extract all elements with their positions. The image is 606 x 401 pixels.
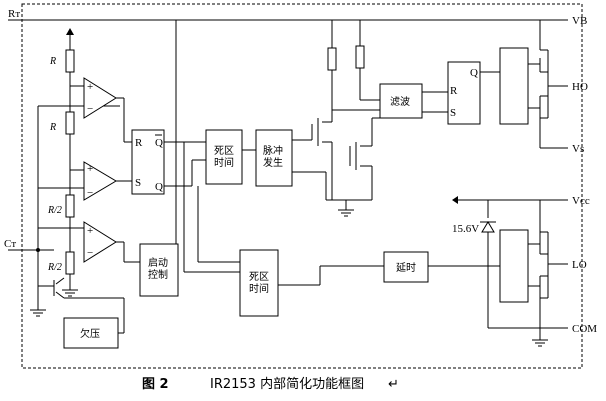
zener-label: 15.6V (452, 223, 479, 235)
rs-flipflop (131, 129, 165, 195)
resistor-r3 (65, 194, 75, 218)
startup-control-block (139, 243, 179, 297)
uvlo-label: 欠压 (80, 327, 100, 340)
deadtime-2-label: 死区时间 (249, 271, 269, 295)
comparator-1 (83, 77, 117, 119)
ff-qbar-label: Q (155, 137, 163, 149)
uvlo-block (63, 317, 119, 349)
zener-diode (481, 221, 495, 233)
figure-caption: IR2153 内部简化功能框图 (210, 376, 364, 392)
resistor-r4 (65, 251, 75, 275)
resistor-r2 (65, 111, 75, 135)
pulse-filter-block (379, 83, 423, 119)
svg-text:−: − (87, 187, 93, 199)
delay-label: 延时 (396, 262, 416, 274)
pin-rt: Rт (8, 8, 20, 20)
resistor-r1 (65, 49, 75, 73)
pin-lo: LO (572, 259, 587, 271)
comparator-2 (83, 161, 117, 201)
svg-text:+: + (87, 163, 93, 175)
r3-label: R/2 (47, 205, 62, 216)
latch-r-label: R (450, 85, 458, 97)
high-side-driver (499, 47, 529, 125)
svg-text:−: − (87, 103, 93, 115)
svg-text:+: + (87, 225, 93, 237)
paragraph-mark: ↵ (388, 377, 399, 392)
svg-text:−: − (87, 247, 93, 259)
pin-vb: VB (572, 15, 587, 27)
pin-vs: Vs (572, 143, 584, 155)
ff-q-label: Q (155, 181, 163, 193)
pulse-generator-block (255, 129, 293, 187)
pin-vcc: Vcc (572, 195, 590, 207)
comparator-3 (83, 221, 117, 263)
deadtime-1-line1: 死区时间 (214, 145, 234, 169)
high-side-latch (447, 61, 481, 125)
chip-outline (21, 3, 583, 369)
filter-label: 滤波 (390, 95, 410, 108)
pulse-label: 脉冲发生 (263, 144, 283, 169)
startup-label: 启动控制 (148, 256, 168, 281)
r2-label: R (49, 122, 56, 133)
r1-label: R (49, 56, 56, 67)
latch-s-label: S (450, 107, 456, 119)
ff-s-label: S (135, 177, 141, 189)
deadtime-block-1 (205, 129, 243, 185)
svg-text:+: + (87, 81, 93, 93)
figure-number: 图 2 (142, 377, 169, 392)
r4-label: R/2 (47, 262, 62, 273)
low-side-driver (499, 229, 529, 303)
ff-r-label: R (135, 137, 143, 149)
pin-com: COM (572, 323, 597, 335)
pin-ho: HO (572, 81, 588, 93)
deadtime-block-2 (239, 249, 279, 317)
delay-block (383, 251, 429, 283)
pin-ct: Cт (4, 238, 16, 250)
latch-q-label: Q (470, 67, 478, 79)
